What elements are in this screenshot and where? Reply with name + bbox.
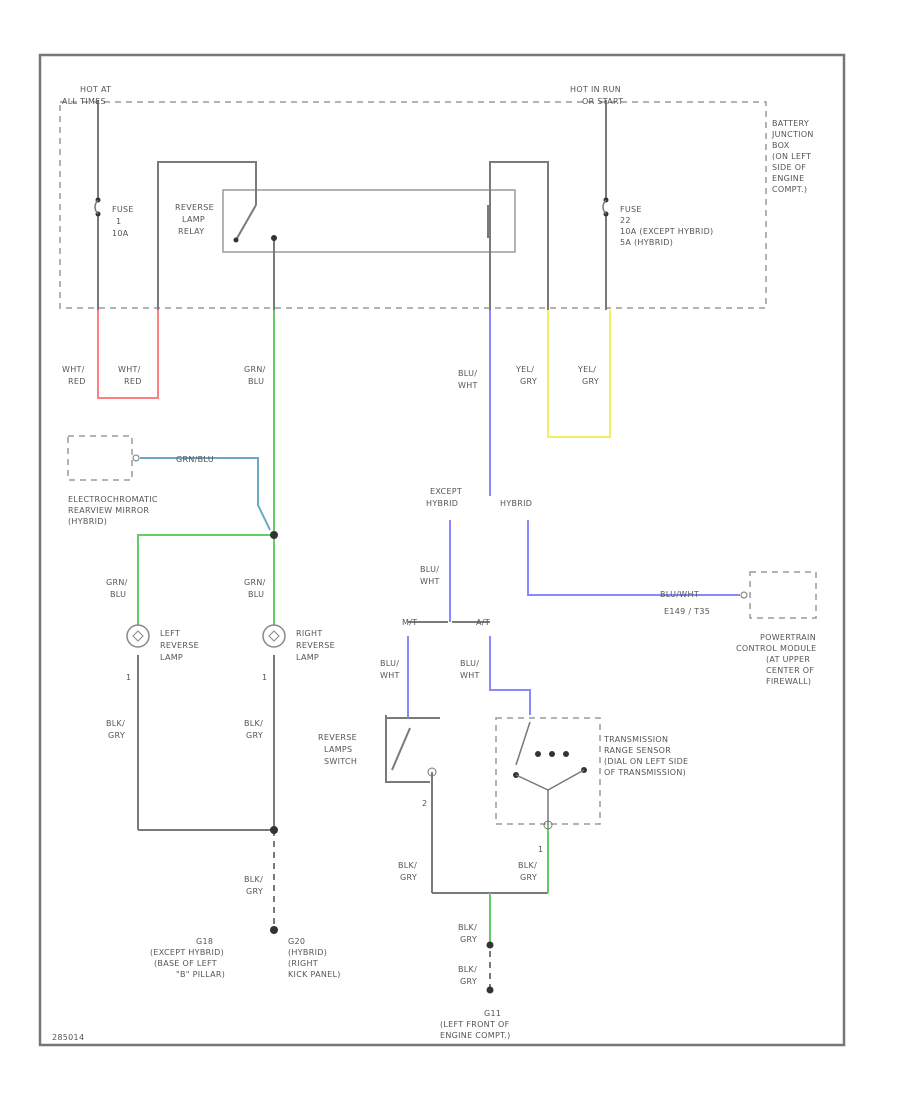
ground-dot <box>486 941 494 949</box>
trans-range-sensor-label: TRANSMISSION RANGE SENSOR (DIAL ON LEFT … <box>603 735 691 777</box>
splice-dot <box>270 531 278 539</box>
grn-blu-wires <box>137 310 549 945</box>
wire-label-blk-gry: BLK/GRY <box>398 861 417 882</box>
trans-range-sensor-box <box>495 717 601 825</box>
left-reverse-lamp-symbol <box>126 624 150 648</box>
wire-label-grn-blu: GRN/BLU <box>244 365 266 386</box>
pin-label: 1 <box>538 845 543 854</box>
wire-label-blk-gry: BLK/GRY <box>106 719 125 740</box>
wire-label-blu-wht: BLU/WHT <box>420 565 440 586</box>
trans-range-sensor-contacts <box>513 721 587 825</box>
battery-junction-box-label: BATTERY JUNCTION BOX (ON LEFT SIDE OF EN… <box>771 119 817 194</box>
m-t-label: M/T <box>402 618 417 627</box>
pcm-label: POWERTRAIN CONTROL MODULE (AT UPPER CENT… <box>736 633 819 686</box>
relay-contact-dot <box>233 237 239 243</box>
splice-dot <box>270 826 278 834</box>
ground-dot <box>486 986 494 994</box>
pin-label: 1 <box>262 673 267 682</box>
diagram-frame <box>38 53 846 1047</box>
wire-label-blk-gry: BLK/GRY <box>458 923 477 944</box>
ground-dot <box>270 926 278 934</box>
wire-label-blk-gry: BLK/GRY <box>518 861 537 882</box>
relay-contact-dot <box>271 235 277 241</box>
gray-wires <box>97 100 607 990</box>
rearview-mirror-box <box>67 435 133 481</box>
pin-label: 2 <box>422 799 427 808</box>
blu-wht-wires <box>407 310 740 718</box>
wire-label-grn-blu-mirror: GRN/BLU <box>176 455 214 464</box>
wire-label-wht-red: WHT/RED <box>118 365 142 386</box>
ground-g20-label: G20 (HYBRID) (RIGHT KICK PANEL) <box>288 937 341 979</box>
yel-gry-wire <box>547 310 611 438</box>
wire-label-blu-wht: BLU/WHT <box>380 659 400 680</box>
wht-red-wire <box>97 310 159 399</box>
wire-label-blk-gry: BLK/GRY <box>458 965 477 986</box>
right-reverse-lamp-symbol <box>262 624 286 648</box>
fuse-22-label: FUSE 22 10A (EXCEPT HYBRID) 5A (HYBRID) <box>620 205 716 247</box>
wire-label-blu-wht-pcm: BLU/WHT <box>660 590 699 599</box>
wire-label-wht-red: WHT/RED <box>62 365 86 386</box>
diagram-id: 285014 <box>52 1033 84 1042</box>
ground-g18-label: G18 (EXCEPT HYBRID) (BASE OF LEFT "B" PI… <box>150 937 227 979</box>
pcm-box <box>749 571 817 619</box>
wire-label-blk-gry: BLK/GRY <box>244 875 263 896</box>
fuse-22-symbol <box>602 197 609 217</box>
fuse-1-symbol <box>94 197 101 217</box>
wire-label-blk-gry: BLK/GRY <box>244 719 263 740</box>
pcm-pin-label: E149 / T35 <box>664 607 710 616</box>
pin-label: 1 <box>126 673 131 682</box>
wire-label-yel-gry: YEL/GRY <box>515 365 537 386</box>
wire-label-yel-gry: YEL/GRY <box>577 365 599 386</box>
hybrid-label: HYBRID <box>500 499 532 508</box>
relay-box <box>222 189 516 253</box>
battery-junction-box-outline <box>59 101 767 309</box>
wire-label-grn-blu: GRN/BLU <box>106 578 128 599</box>
a-t-label: A/T <box>476 618 490 627</box>
wire-label-blu-wht: BLU/WHT <box>460 659 480 680</box>
wire-label-grn-blu: GRN/BLU <box>244 578 266 599</box>
mirror-wire <box>140 457 271 531</box>
ground-g11-label: G11 (LEFT FRONT OF ENGINE COMPT.) <box>440 1009 512 1040</box>
wire-label-blu-wht: BLU/WHT <box>458 369 478 390</box>
